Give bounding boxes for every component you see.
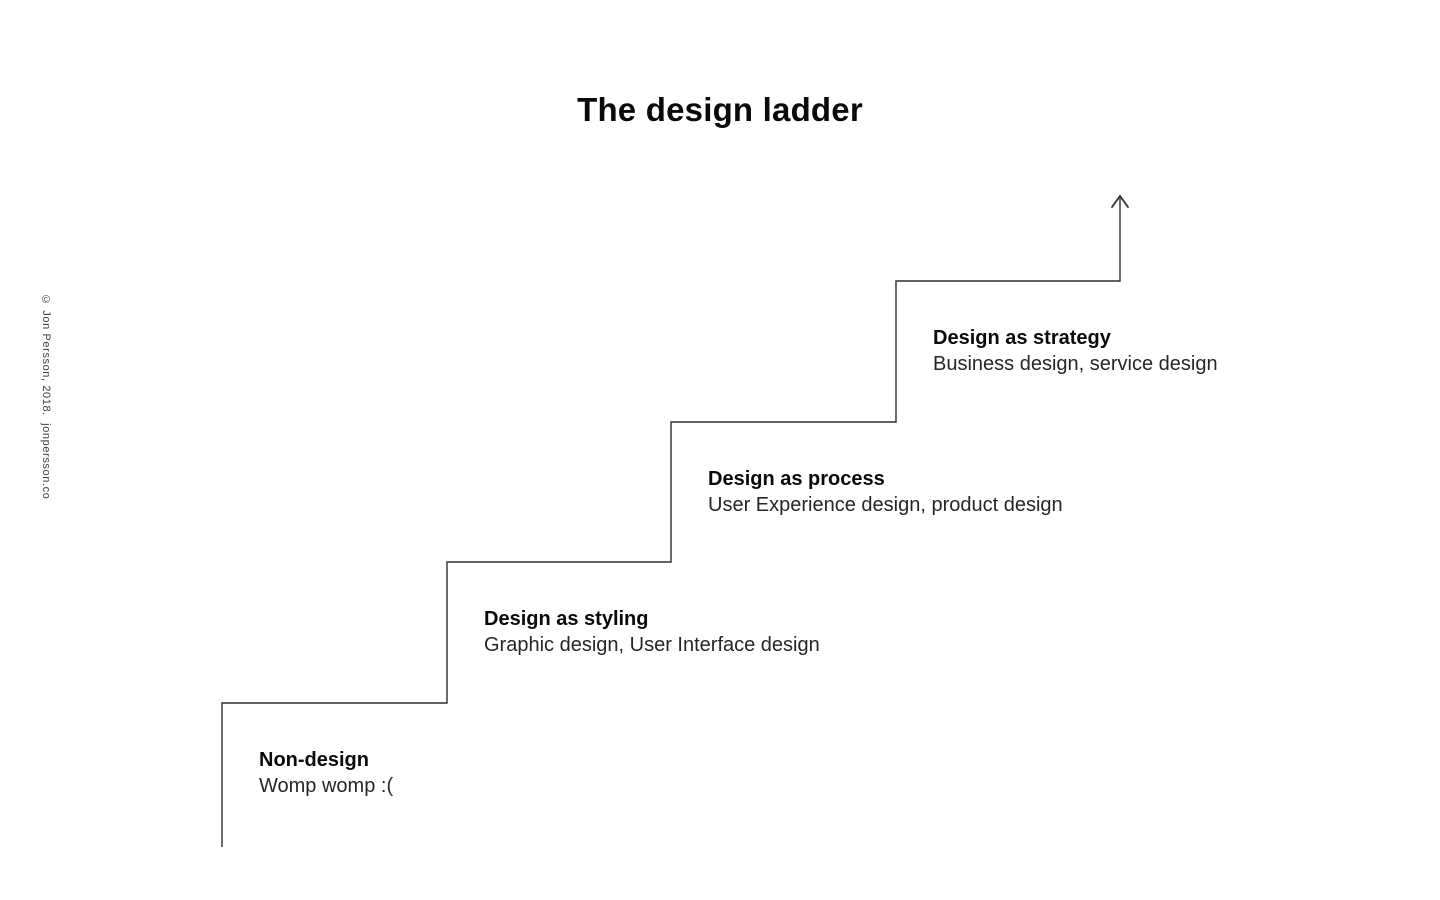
step-subtitle: Womp womp :( (259, 775, 394, 797)
step-title: Non-design (259, 749, 369, 771)
step-subtitle: User Experience design, product design (708, 494, 1063, 516)
step-title: Design as strategy (933, 327, 1111, 349)
page-title: The design ladder (577, 91, 863, 128)
ladder-step-non-design: Non-design Womp womp :( (259, 747, 393, 799)
arrow-up-icon (1111, 194, 1129, 208)
ladder-step-design-as-styling: Design as styling Graphic design, User I… (484, 606, 820, 658)
copyright-credit: © Jon Persson, 2018. jonpersson.co (40, 294, 52, 500)
ladder-step-design-as-process: Design as process User Experience design… (708, 466, 1063, 518)
step-subtitle: Business design, service design (933, 353, 1218, 375)
step-title: Design as process (708, 468, 885, 490)
step-subtitle: Graphic design, User Interface design (484, 634, 820, 656)
ladder-step-line (221, 198, 1121, 847)
ladder-step-design-as-strategy: Design as strategy Business design, serv… (933, 325, 1218, 377)
step-title: Design as styling (484, 608, 649, 630)
